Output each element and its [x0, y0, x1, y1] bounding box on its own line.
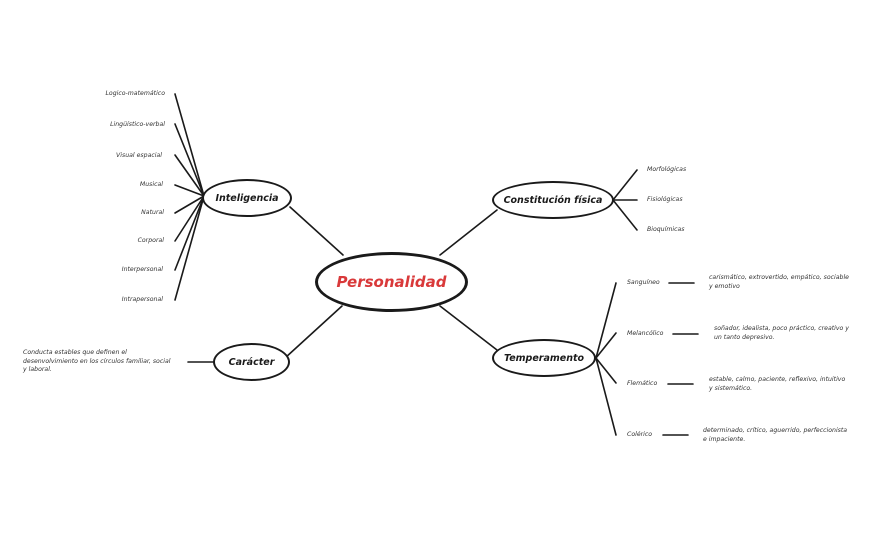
- temperament-type-name: Colérico: [627, 431, 653, 438]
- inteligencia-item: Musical: [139, 181, 163, 188]
- inteligencia-item: Interpersonal: [121, 266, 163, 273]
- temperament-type-name: Sanguíneo: [627, 279, 660, 286]
- temperament-type-description: estable, calmo, paciente, reflexivo, int…: [709, 376, 846, 392]
- temperament-type-name: Melancólico: [627, 330, 664, 337]
- temperament-type-name: Flemático: [627, 380, 658, 387]
- temperamento-label: Temperamento: [503, 352, 585, 364]
- inteligencia-item: Intrapersonal: [121, 296, 163, 303]
- node-temperamento: Temperamento: [492, 339, 596, 377]
- center-node-personalidad: Personalidad: [315, 252, 468, 312]
- node-caracter: Carácter: [213, 343, 290, 381]
- node-constitucion-fisica: Constitución física: [492, 181, 614, 219]
- inteligencia-item: Visual espacial: [116, 152, 162, 159]
- inteligencia-label: Inteligencia: [215, 192, 279, 204]
- inteligencia-item: Logico-matemático: [105, 90, 165, 97]
- inteligencia-item: Natural: [141, 209, 164, 216]
- constitucion-item: Bioquímicas: [647, 226, 685, 233]
- constitucion-label: Constitución física: [503, 194, 603, 206]
- inteligencia-item: Corporal: [137, 237, 164, 244]
- constitucion-item: Fisiológicas: [647, 196, 683, 203]
- center-label: Personalidad: [336, 273, 447, 291]
- caracter-description: Conducta estables que definen el desenvo…: [23, 349, 171, 373]
- inteligencia-item: Lingüístico-verbal: [110, 121, 165, 128]
- temperament-type-description: soñador, idealista, poco práctico, creat…: [714, 325, 849, 341]
- node-inteligencia: Inteligencia: [202, 179, 292, 217]
- temperament-type-description: determinado, crítico, aguerrido, perfecc…: [703, 427, 848, 443]
- constitucion-item: Morfológicas: [647, 166, 687, 173]
- temperament-type-description: carismático, extrovertido, empático, soc…: [709, 274, 849, 290]
- caracter-label: Carácter: [228, 356, 275, 368]
